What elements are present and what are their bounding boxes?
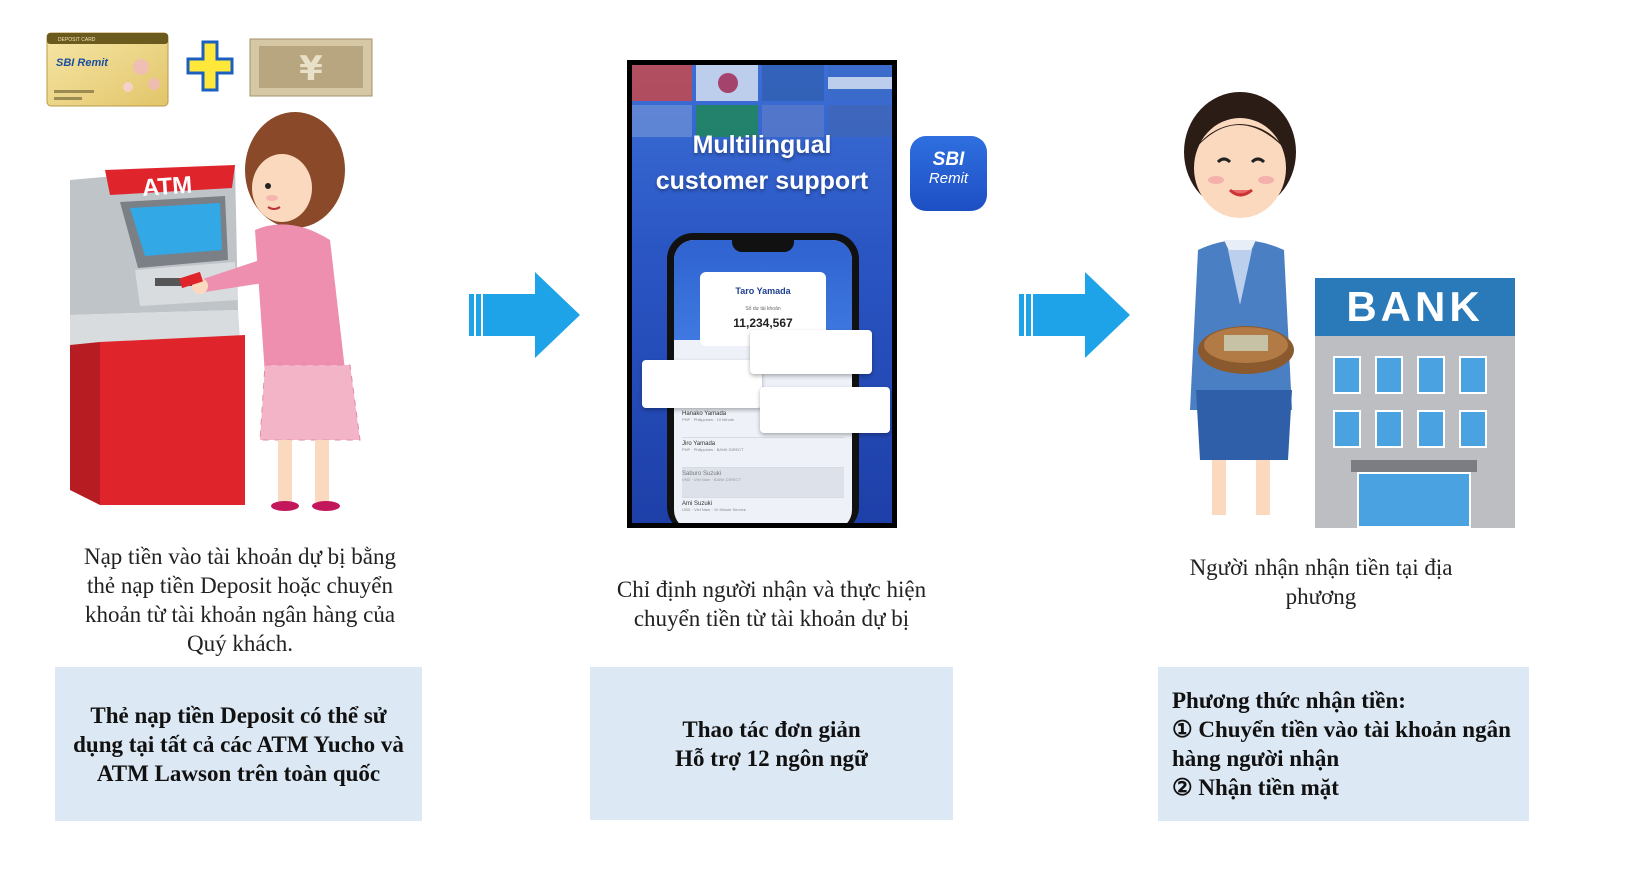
bank-window xyxy=(1333,410,1361,448)
app-promo-frame: Multilingual customer support Taro Yamad… xyxy=(627,60,897,528)
bank-label: BANK xyxy=(1346,283,1484,330)
promo-title-line: Multilingual xyxy=(692,131,832,159)
recipient-item[interactable]: Saburo Suzuki VND · Viet Nam · BANK DIRE… xyxy=(682,468,844,498)
step1-note-line: ATM Lawson trên toàn quốc xyxy=(96,760,381,786)
sbi-remit-app-icon[interactable]: SBI Remit xyxy=(910,136,987,211)
balance-label: Số dư tài khoản xyxy=(745,306,781,312)
bank-window xyxy=(1459,356,1487,394)
step3-note-line: ② Nhận tiền mặt xyxy=(1172,775,1339,800)
bank-staff-illustration xyxy=(1184,92,1296,515)
balance-value: 11,234,567 xyxy=(733,316,793,330)
recipient-item[interactable]: Jiro Yamada PHP · Philippines · BANK DIR… xyxy=(682,438,844,468)
flag xyxy=(828,105,892,137)
recipient-detail: USD · Viet Nam · 10 Minute Service xyxy=(682,507,746,512)
recipient-name: Hanako Yamada xyxy=(682,411,727,417)
step2-note-line: Thao tác đơn giản xyxy=(682,716,861,742)
recipient-detail: PHP · Philippines · BANK DIRECT xyxy=(682,447,744,452)
flags-strip xyxy=(632,65,892,137)
flag xyxy=(632,65,692,101)
bank-sign xyxy=(1315,278,1515,336)
deposit-card-illustration: DEPOSIT CARD SBI Remit xyxy=(46,32,169,107)
flag xyxy=(828,65,892,101)
recipient-item[interactable]: Ami Suzuki USD · Viet Nam · 10 Minute Se… xyxy=(682,498,844,523)
flag-circle xyxy=(718,73,738,93)
card-brand-text: SBI Remit xyxy=(56,57,109,69)
step2-description-line: chuyển tiền từ tài khoản dự bị xyxy=(633,606,910,631)
step3-description: Người nhận nhận tiền tại địa phương xyxy=(1158,553,1484,611)
recipient-name: Saburo Suzuki xyxy=(682,471,722,477)
step1-description-line: Nạp tiền vào tài khoản dự bị bằng xyxy=(83,544,397,569)
bank-window xyxy=(1417,410,1445,448)
app-promo-screen: Multilingual customer support Taro Yamad… xyxy=(632,65,892,523)
flag xyxy=(762,65,824,101)
recipient-name: Jiro Yamada xyxy=(682,441,716,447)
plus-icon xyxy=(186,40,234,92)
step1-description-line: khoản từ tài khoản ngân hàng của xyxy=(84,602,396,627)
step1-description-line: Quý khách. xyxy=(186,631,294,656)
card-header-text: DEPOSIT CARD xyxy=(58,37,96,43)
step2-description-line: Chỉ định người nhận và thực hiện xyxy=(616,577,927,602)
step1-note-line: dụng tại tất cả các ATM Yucho và xyxy=(73,731,404,757)
bank-entrance-awning xyxy=(1351,460,1477,472)
bank-window xyxy=(1375,356,1403,394)
flag xyxy=(696,105,758,137)
menu-card-left xyxy=(642,360,762,408)
flag xyxy=(632,105,692,137)
step3-description-line: Người nhận nhận tiền tại địa xyxy=(1189,555,1453,580)
step3-note-line: ① Chuyển tiền vào tài khoản ngân xyxy=(1172,717,1511,742)
step3-note-line: hàng người nhận xyxy=(1172,746,1340,771)
step3-description-line: phương xyxy=(1285,584,1357,609)
atm-woman-illustration: ATM xyxy=(70,112,361,511)
bank-window xyxy=(1459,410,1487,448)
flow-arrow-icon xyxy=(469,272,580,358)
step3-note-line: Phương thức nhận tiền: xyxy=(1172,688,1406,713)
promo-title-line: customer support xyxy=(655,167,869,195)
account-name: Taro Yamada xyxy=(735,286,791,296)
menu-card-bottom xyxy=(760,387,890,433)
flag xyxy=(762,105,824,137)
yen-banknote-illustration: ¥ xyxy=(249,38,373,97)
promo-title: Multilingual customer support xyxy=(632,127,892,199)
step2-note-line: Hỗ trợ 12 ngôn ngữ xyxy=(675,745,868,771)
step3-note-box: Phương thức nhận tiền: ① Chuyển tiền vào… xyxy=(1158,667,1529,821)
step1-description-line: thẻ nạp tiền Deposit hoặc chuyển xyxy=(87,573,393,598)
bank-building-illustration: BANK xyxy=(1315,278,1515,528)
step2-note-box: Thao tác đơn giản Hỗ trợ 12 ngôn ngữ xyxy=(590,667,953,820)
bank-window xyxy=(1417,356,1445,394)
bank-entrance xyxy=(1357,472,1471,528)
step1-description: Nạp tiền vào tài khoản dự bị bằng thẻ nạ… xyxy=(58,542,422,658)
phone-notch xyxy=(732,240,794,252)
menu-card-right xyxy=(750,330,872,374)
step2-description: Chỉ định người nhận và thực hiện chuyển … xyxy=(590,575,953,633)
bank-window xyxy=(1375,410,1403,448)
recipient-detail: VND · Viet Nam · BANK DIRECT xyxy=(682,477,741,482)
recipient-item[interactable]: Hanako Yamada PHP · Philippines · 10 Min… xyxy=(682,408,844,438)
app-icon-line2: Remit xyxy=(928,170,969,187)
recipient-list: Hanako Yamada PHP · Philippines · 10 Min… xyxy=(682,408,844,523)
atm-label: ATM xyxy=(141,171,193,201)
recipient-name: Ami Suzuki xyxy=(682,501,713,507)
step1-note-box: Thẻ nạp tiền Deposit có thể sử dụng tại … xyxy=(55,667,422,821)
yen-symbol: ¥ xyxy=(299,49,323,89)
recipient-detail: PHP · Philippines · 10 Minute xyxy=(682,417,735,422)
app-icon-line1: SBI xyxy=(932,149,965,170)
flow-arrow-icon xyxy=(1019,272,1130,358)
bank-window xyxy=(1333,356,1361,394)
step1-note-line: Thẻ nạp tiền Deposit có thể sử xyxy=(90,702,387,728)
